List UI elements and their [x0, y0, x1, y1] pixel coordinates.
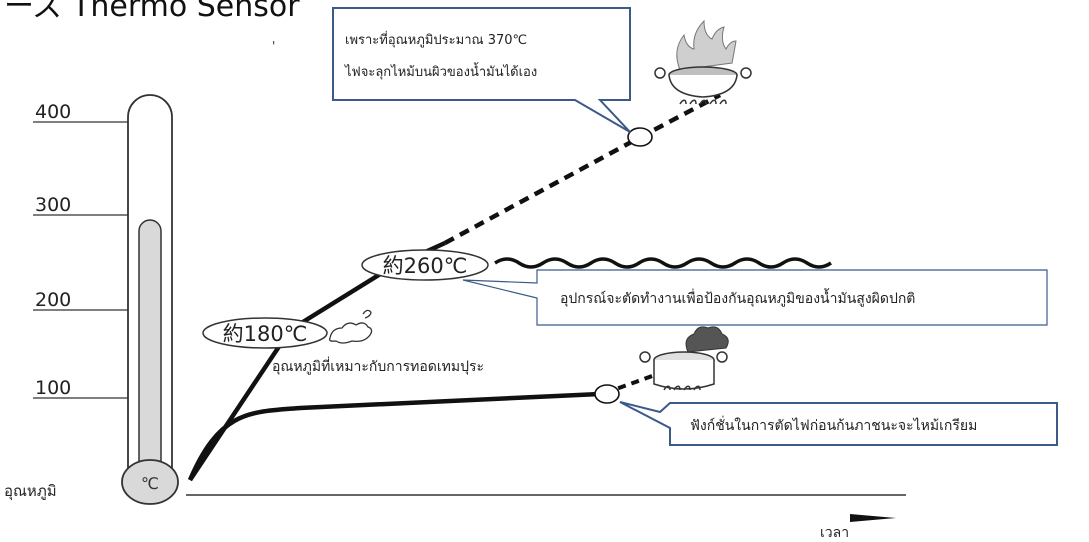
- marker-180: 約180℃: [202, 317, 328, 349]
- marker-260-label: 約260℃: [383, 254, 468, 278]
- x-axis-label: เวลา: [820, 525, 849, 541]
- curve-ignition-dashed: [443, 93, 722, 245]
- thermometer-bulb-label: ℃: [141, 474, 159, 493]
- tick-label-200: 200: [35, 289, 71, 311]
- ignition-point-marker: [627, 127, 653, 147]
- pot-point-marker: [594, 384, 620, 404]
- callout-ignition: เพราะที่อุณหภูมิประมาณ 370℃ ไฟจะลุกไหม้บ…: [332, 7, 631, 133]
- curve-pot-dashed: [604, 373, 656, 395]
- flaming-pan-icon: [654, 19, 752, 105]
- callout-prevent-burn: ฟังก์ชั่นในการตัดไฟก่อนก้นภาชนะจะไหม้เกร…: [619, 401, 1058, 446]
- marker-260: 約260℃: [361, 249, 489, 281]
- callout-cutoff: อุปกรณ์จะตัดทำงานเพื่อป้องกันอุณหภูมิของ…: [462, 269, 1048, 326]
- callout-prevent-burn-text: ฟังก์ชั่นในการตัดไฟก่อนก้นภาชนะจะไหม้เกร…: [690, 416, 977, 434]
- smoking-pot-icon: [639, 326, 729, 391]
- time-arrow-icon: [850, 514, 896, 522]
- callout-ignition-line2: ไฟจะลุกไหม้บนผิวของน้ำมันได้เอง: [344, 62, 537, 80]
- header-fragment: ーズ Thermo Sensor: [4, 0, 300, 24]
- tick-label-400: 400: [35, 101, 71, 123]
- thermometer: ℃: [121, 94, 179, 505]
- curve-pot-protection: [187, 391, 601, 481]
- temperature-ticks: 400 300 200 100: [33, 101, 128, 399]
- tick-label-100: 100: [35, 377, 71, 399]
- y-axis-label: อุณหภูมิ: [4, 482, 57, 501]
- frying-temp-annotation: อุณหภูมิที่เหมาะกับการทอดเทมปุระ: [272, 357, 484, 375]
- marker-180-label: 約180℃: [223, 322, 308, 346]
- callout-ignition-line1: เพราะที่อุณหภูมิประมาณ 370℃: [345, 31, 527, 48]
- tick-label-300: 300: [35, 194, 71, 216]
- curve-cutoff-wave: [494, 257, 832, 269]
- callout-cutoff-text: อุปกรณ์จะตัดทำงานเพื่อป้องกันอุณหภูมิของ…: [560, 288, 915, 307]
- stray-tick: ': [272, 39, 275, 53]
- tempura-icon: [328, 309, 373, 344]
